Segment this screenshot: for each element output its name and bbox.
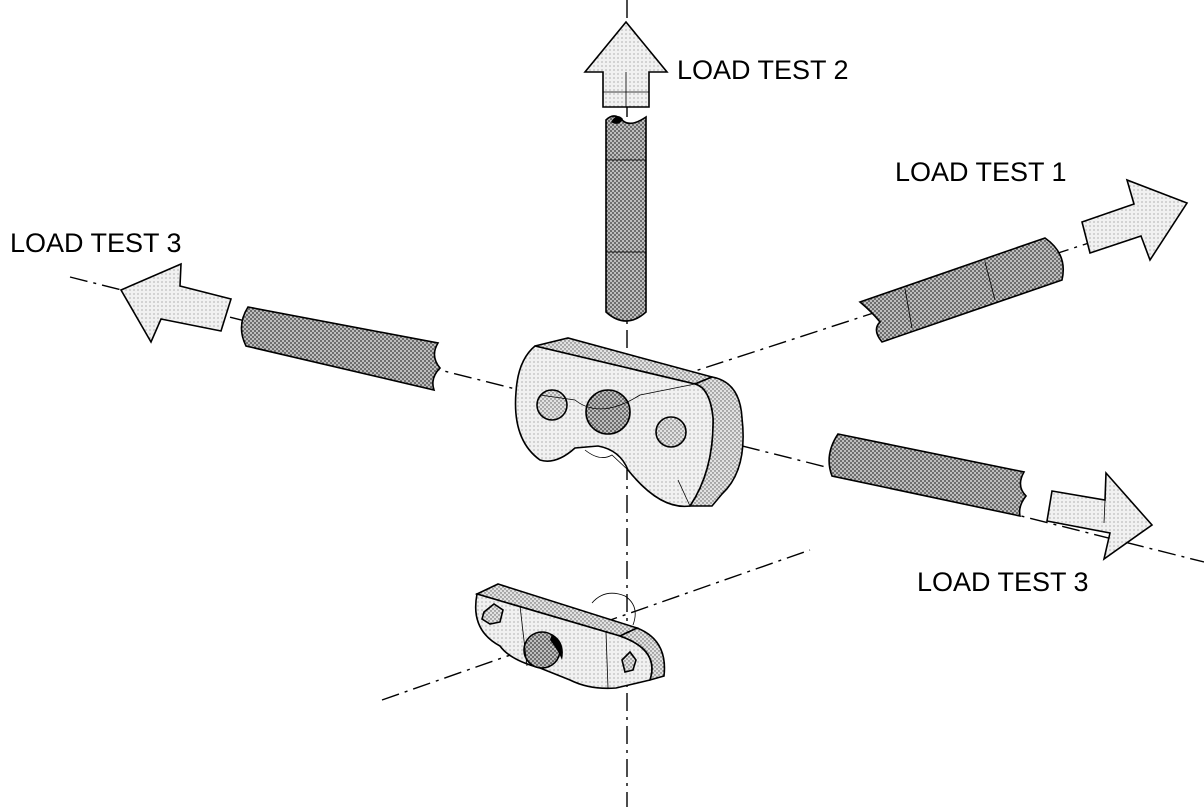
central-fitting-notch (584, 449, 629, 471)
load-test-3-right-rod (828, 433, 1028, 518)
load-test-1-assembly (858, 178, 1189, 343)
lower-fitting-hex-right (621, 650, 637, 673)
lower-fitting-hex-left (481, 603, 504, 625)
central-fitting (514, 337, 744, 508)
load-test-3-left-assembly (119, 262, 442, 392)
load-test-2-assembly (583, 20, 669, 322)
lower-fitting (474, 583, 666, 690)
fitting-hole-left (536, 389, 568, 421)
load-test-2-rod (605, 115, 647, 322)
load-test-3-right-arrow (1046, 470, 1154, 561)
load-test-1-rod (858, 237, 1064, 343)
label-load-test-1: LOAD TEST 1 (895, 157, 1067, 187)
fitting-hole-right (655, 416, 687, 448)
load-test-3-left-arrow (119, 262, 233, 344)
load-test-3-right-assembly (828, 433, 1154, 561)
label-load-test-3-left: LOAD TEST 3 (10, 228, 182, 258)
axis-lower-part (381, 549, 811, 701)
load-test-1-arrow (1081, 178, 1189, 262)
label-load-test-2: LOAD TEST 2 (677, 55, 849, 85)
lower-fitting-boss (591, 592, 636, 626)
lower-fitting-side-face (617, 627, 666, 682)
load-test-2-arrow (583, 20, 669, 108)
load-test-3-left-rod (240, 306, 442, 392)
fitting-hole-center (585, 389, 631, 435)
label-load-test-3-right: LOAD TEST 3 (917, 567, 1089, 597)
